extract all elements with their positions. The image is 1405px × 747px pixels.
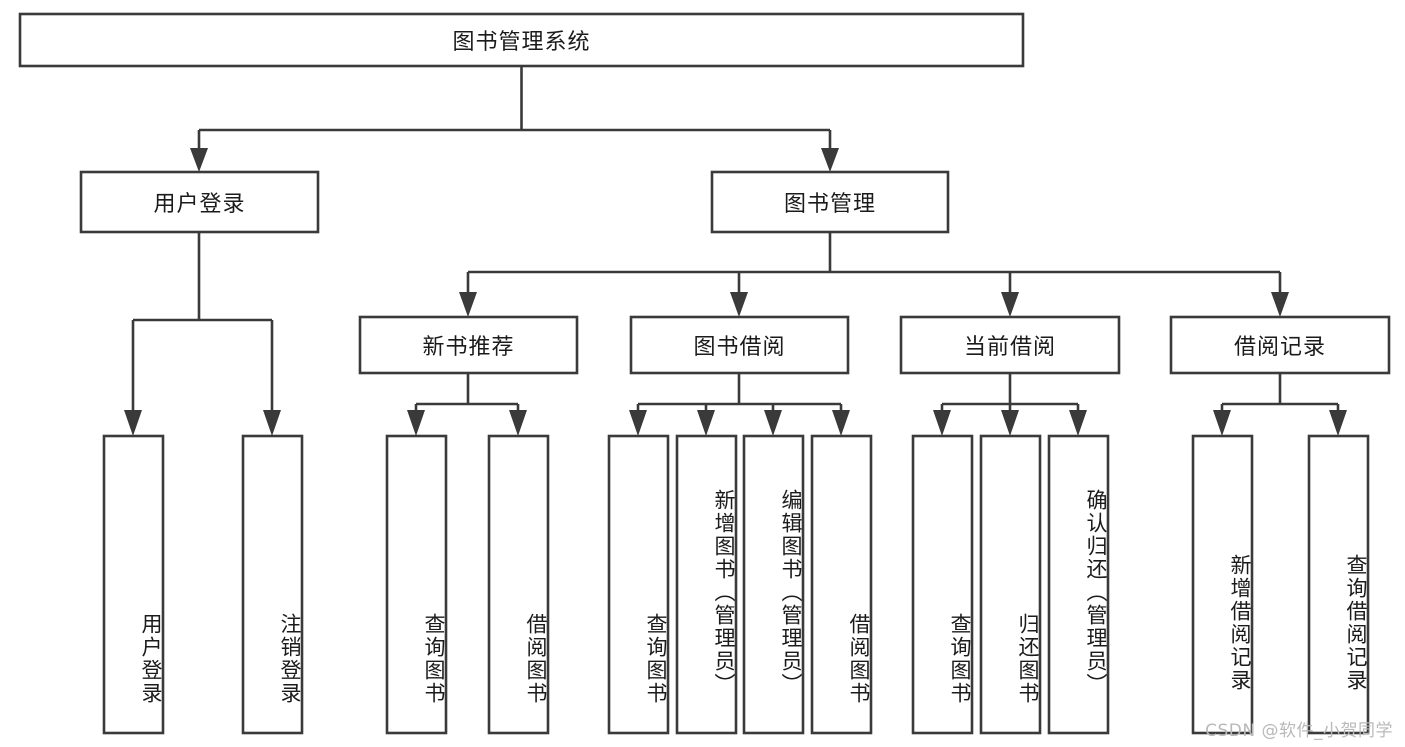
arrow-head-leaf-logout-login (263, 410, 281, 436)
arrow-head-current-borrow (1001, 292, 1019, 317)
node-box-leaf-edit-book[interactable] (742, 434, 805, 735)
node-box-leaf-confirm-return[interactable] (1047, 434, 1110, 735)
arrow-head-new-book-recommend (459, 292, 477, 317)
connector-group-user-login (124, 232, 281, 436)
arrow-head-leaf-query-book-1 (407, 410, 425, 436)
node-box-leaf-borrow-book-1[interactable] (487, 434, 550, 735)
node-box-leaf-query-book-2[interactable] (607, 434, 670, 735)
arrow-head-book-borrow (730, 292, 748, 317)
node-box-leaf-query-book-3[interactable] (911, 434, 974, 735)
arrow-head-leaf-borrow-book-1 (509, 410, 527, 436)
node-box-leaf-borrow-book-2[interactable] (810, 434, 873, 735)
arrow-head-leaf-query-record (1329, 410, 1347, 436)
connector-group-book-borrow (629, 373, 850, 436)
arrow-head-user-login (190, 148, 208, 172)
node-box-leaf-query-record[interactable] (1307, 434, 1370, 735)
node-box-book-management[interactable] (710, 170, 950, 234)
arrow-head-leaf-confirm-return (1069, 410, 1087, 436)
connector-group-book-management (459, 232, 1289, 317)
arrow-head-borrow-record (1271, 292, 1289, 317)
node-box-leaf-add-record[interactable] (1191, 434, 1254, 735)
arrow-head-leaf-query-book-3 (933, 410, 951, 436)
node-box-book-borrow[interactable] (629, 315, 850, 375)
csdn-watermark: CSDN @软件_小贺同学 (1205, 721, 1393, 741)
node-box-borrow-record[interactable] (1169, 315, 1391, 375)
arrow-head-book-management (821, 148, 839, 172)
connector-group-new-book-recommend (407, 373, 527, 436)
arrow-head-leaf-return-book (1001, 410, 1019, 436)
node-box-leaf-logout-login[interactable] (241, 434, 304, 735)
node-box-root[interactable] (18, 12, 1025, 68)
node-box-user-login[interactable] (79, 170, 320, 234)
node-box-leaf-query-book-1[interactable] (385, 434, 448, 735)
arrow-head-leaf-borrow-book-2 (832, 410, 850, 436)
arrow-head-leaf-query-book-2 (629, 410, 647, 436)
node-box-leaf-return-book[interactable] (979, 434, 1042, 735)
node-box-leaf-add-book[interactable] (675, 434, 738, 735)
connector-group-current-borrow (933, 373, 1087, 436)
arrow-head-leaf-edit-book (764, 410, 782, 436)
node-box-leaf-user-login[interactable] (102, 434, 165, 735)
connector-group-borrow-record (1213, 373, 1347, 436)
connector-group-root (190, 66, 839, 172)
arrow-head-leaf-add-record (1213, 410, 1231, 436)
arrow-head-leaf-add-book (697, 410, 715, 436)
arrow-head-leaf-user-login (124, 410, 142, 436)
node-box-new-book-recommend[interactable] (358, 315, 579, 375)
node-box-current-borrow[interactable] (899, 315, 1121, 375)
